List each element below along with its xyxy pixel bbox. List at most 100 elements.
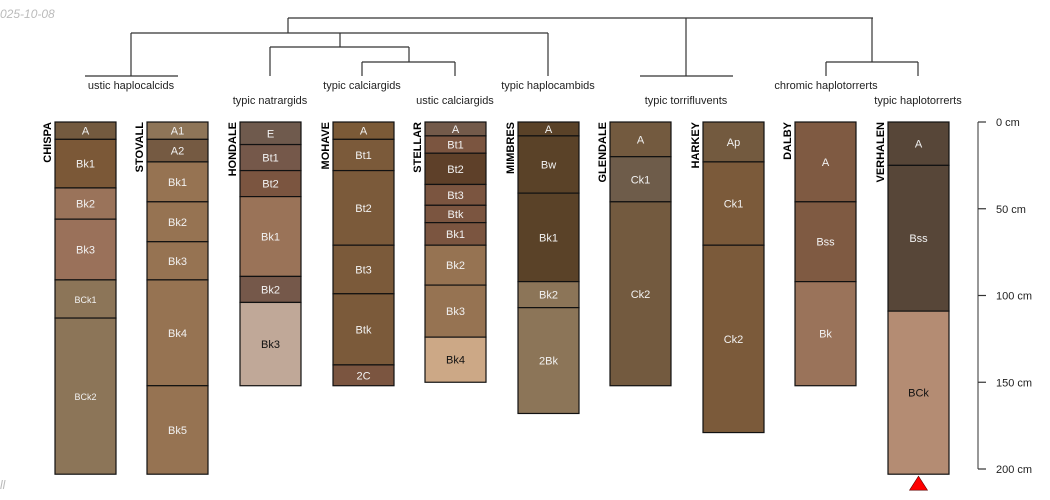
horizon-label: A1 xyxy=(171,126,184,138)
horizon xyxy=(609,121,672,158)
profile-name: STELLAR xyxy=(412,122,424,173)
profile-name: VERHALEN xyxy=(875,122,887,183)
horizon-label: A2 xyxy=(171,146,184,158)
horizon-label: A xyxy=(822,157,830,169)
horizon-label: Bt3 xyxy=(355,264,372,276)
horizon-label: Bk1 xyxy=(261,232,280,244)
horizon xyxy=(54,187,117,220)
depth-tick-label: 0 cm xyxy=(996,117,1020,129)
depth-tick-label: 100 cm xyxy=(996,291,1032,303)
horizon xyxy=(702,121,765,163)
horizon xyxy=(146,385,209,475)
horizon-label: Ck1 xyxy=(724,199,744,211)
horizon-label: Bk1 xyxy=(76,159,95,171)
horizon-label: BCk2 xyxy=(74,392,96,402)
horizon xyxy=(146,161,209,203)
horizon-label: Bk1 xyxy=(168,177,187,189)
horizon xyxy=(239,196,302,278)
horizon-label: 2C xyxy=(356,370,370,382)
horizon-label: Bk2 xyxy=(261,284,280,296)
horizon-label: A xyxy=(82,126,90,138)
horizon-label: Bk3 xyxy=(76,245,95,257)
taxon-label: typic natrargids xyxy=(233,95,308,107)
truncation-marker-icon xyxy=(908,475,929,491)
horizon-label: Bss xyxy=(816,237,835,249)
profile-name: MOHAVE xyxy=(320,122,332,169)
horizon-label: Bk5 xyxy=(168,425,187,437)
horizon xyxy=(54,138,117,189)
horizon-label: Bt3 xyxy=(447,190,464,202)
horizon-label: Btk xyxy=(356,324,372,336)
horizon xyxy=(887,121,950,166)
depth-tick-label: 150 cm xyxy=(996,377,1032,389)
horizon xyxy=(424,336,487,383)
horizon-label: Bk2 xyxy=(76,199,95,211)
horizon-label: Bk2 xyxy=(168,217,187,229)
horizon-label: Bk2 xyxy=(539,290,558,302)
horizon xyxy=(146,279,209,387)
horizon xyxy=(54,279,117,319)
taxon-label: ustic haplocalcids xyxy=(88,80,175,92)
horizon-label: Ck1 xyxy=(631,174,651,186)
taxon-label: ustic calciargids xyxy=(416,95,494,107)
horizon-label: E xyxy=(267,128,274,140)
horizon xyxy=(239,143,302,172)
horizon xyxy=(794,121,857,203)
horizon-label: Bk3 xyxy=(261,339,280,351)
horizon-label: A xyxy=(915,139,923,151)
horizon-label: Bt1 xyxy=(355,150,372,162)
horizon-label: Bw xyxy=(541,160,556,172)
horizon-label: A xyxy=(452,124,460,136)
horizon xyxy=(54,317,117,475)
taxon-label: chromic haplotorrerts xyxy=(774,80,878,92)
date-stamp: 025-10-08 xyxy=(0,7,55,21)
profile-name: HARKEY xyxy=(690,121,702,168)
taxon-label: typic haplotorrerts xyxy=(874,95,962,107)
horizon-label: Ck2 xyxy=(724,334,744,346)
horizon-label: Ap xyxy=(727,137,740,149)
horizon xyxy=(332,293,395,366)
horizon-label: Bk4 xyxy=(168,328,187,340)
horizon-label: 2Bk xyxy=(539,356,558,368)
horizon xyxy=(424,244,487,286)
horizon xyxy=(239,301,302,387)
horizon-label: BCk xyxy=(908,388,929,400)
horizon-label: A xyxy=(545,124,553,136)
horizon xyxy=(794,201,857,283)
horizon xyxy=(517,192,580,283)
horizon-label: Bt2 xyxy=(355,203,372,215)
taxon-label: typic torrifluvents xyxy=(645,95,728,107)
horizon-label: Bt2 xyxy=(447,164,464,176)
dendrogram xyxy=(85,17,919,77)
horizon-label: Bt2 xyxy=(262,179,279,191)
horizon-label: A xyxy=(360,126,368,138)
horizon-label: Bk2 xyxy=(446,260,465,272)
horizon-label: A xyxy=(637,134,645,146)
horizon-label: Btk xyxy=(448,209,464,221)
horizon xyxy=(702,161,765,246)
horizon xyxy=(609,201,672,387)
profile-name: CHISPA xyxy=(42,122,54,163)
horizon xyxy=(609,156,672,203)
horizon xyxy=(239,169,302,198)
footer-stamp: ll xyxy=(0,478,6,492)
profile-name: DALBY xyxy=(782,121,794,160)
horizon-label: BCk1 xyxy=(74,295,96,305)
profile-name: HONDALE xyxy=(227,122,239,176)
horizon xyxy=(332,138,395,172)
horizon xyxy=(517,281,580,309)
taxon-label: typic haplocambids xyxy=(501,80,595,92)
horizon xyxy=(517,307,580,415)
profile-name: STOVALL xyxy=(134,122,146,173)
horizon xyxy=(424,284,487,338)
horizon xyxy=(702,244,765,434)
horizon-label: Bk1 xyxy=(539,232,558,244)
profile-name: MIMBRES xyxy=(505,122,517,174)
